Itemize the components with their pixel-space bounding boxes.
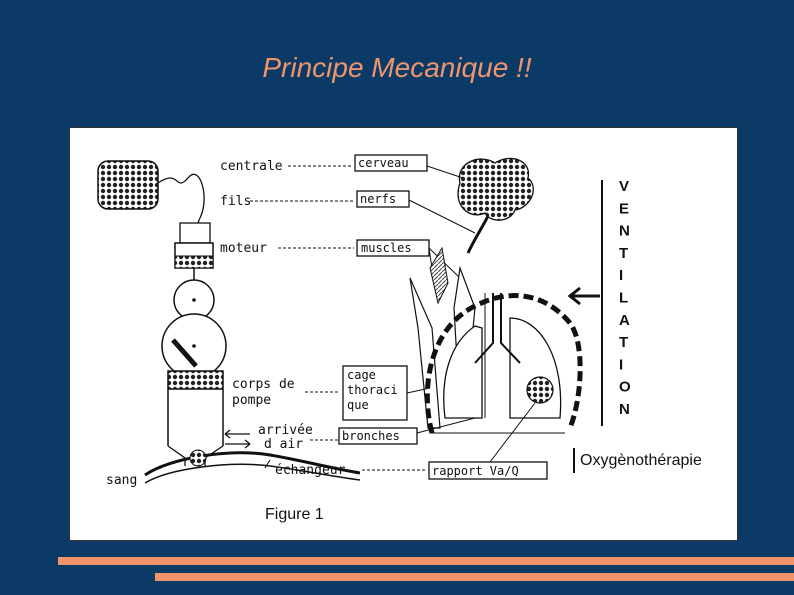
box-cage-2: thoraci (347, 383, 398, 397)
blood-vessel (144, 451, 361, 477)
ventilation-letter: O (619, 379, 631, 396)
lung-right (509, 317, 562, 419)
label-moteur: moteur (220, 241, 267, 256)
motor-bottom (174, 255, 214, 269)
pump-body (167, 370, 224, 390)
label-corps-1: corps de (232, 377, 295, 392)
figure-caption: Figure 1 (265, 506, 324, 523)
box-muscles: muscles (361, 241, 412, 255)
ventilation-letter: I (619, 356, 623, 373)
ventilation-letter: A (619, 312, 630, 329)
accent-bar-top (58, 557, 794, 565)
ventilation-letter: N (619, 401, 630, 418)
slide-title: Principe Mecanique !! (262, 52, 532, 83)
ventilation-letter: E (619, 200, 629, 217)
exchanger (189, 449, 207, 467)
box-cerveau: cerveau (358, 156, 409, 170)
label-oxygenotherapie: Oxygènothérapie (580, 452, 702, 469)
trachea (474, 293, 521, 364)
brainstem (466, 215, 490, 254)
ventilation-letter: N (619, 223, 630, 240)
box-rapport: rapport Va/Q (432, 464, 519, 478)
label-arrivee-1: arrivée (258, 423, 313, 438)
lung-left (443, 325, 483, 419)
accent-bar-bottom (155, 573, 794, 581)
label-sang: sang (106, 473, 137, 488)
central-unit (97, 160, 159, 210)
box-cage-1: cage (347, 368, 376, 382)
motor-top (179, 222, 211, 244)
rib-cage (424, 293, 583, 434)
ventilation-arrow (567, 286, 600, 306)
label-fils: fils (220, 194, 251, 209)
alveolus (526, 376, 554, 404)
crank-rod (171, 338, 198, 368)
air-arrows (224, 429, 251, 449)
ventilation-letter: L (619, 290, 628, 307)
figure-diagram: centrale fils moteur corps de pompe arri… (97, 154, 702, 523)
ventilation-letter: T (619, 334, 628, 351)
neck-muscles (429, 246, 449, 305)
box-cage-3: que (347, 398, 369, 412)
box-bronches: bronches (342, 429, 400, 443)
ventilation-letter: I (619, 267, 623, 284)
label-centrale: centrale (220, 159, 283, 174)
label-arrivee-2: d air (264, 437, 303, 452)
label-echangeur: échangeur (275, 463, 346, 478)
ventilation-letter: V (619, 178, 629, 195)
ventilation-letter: T (619, 245, 628, 262)
mechanical-principle-figure: centrale fils moteur corps de pompe arri… (69, 127, 738, 541)
box-nerfs: nerfs (360, 192, 396, 206)
brain (457, 157, 534, 221)
label-corps-2: pompe (232, 393, 271, 408)
